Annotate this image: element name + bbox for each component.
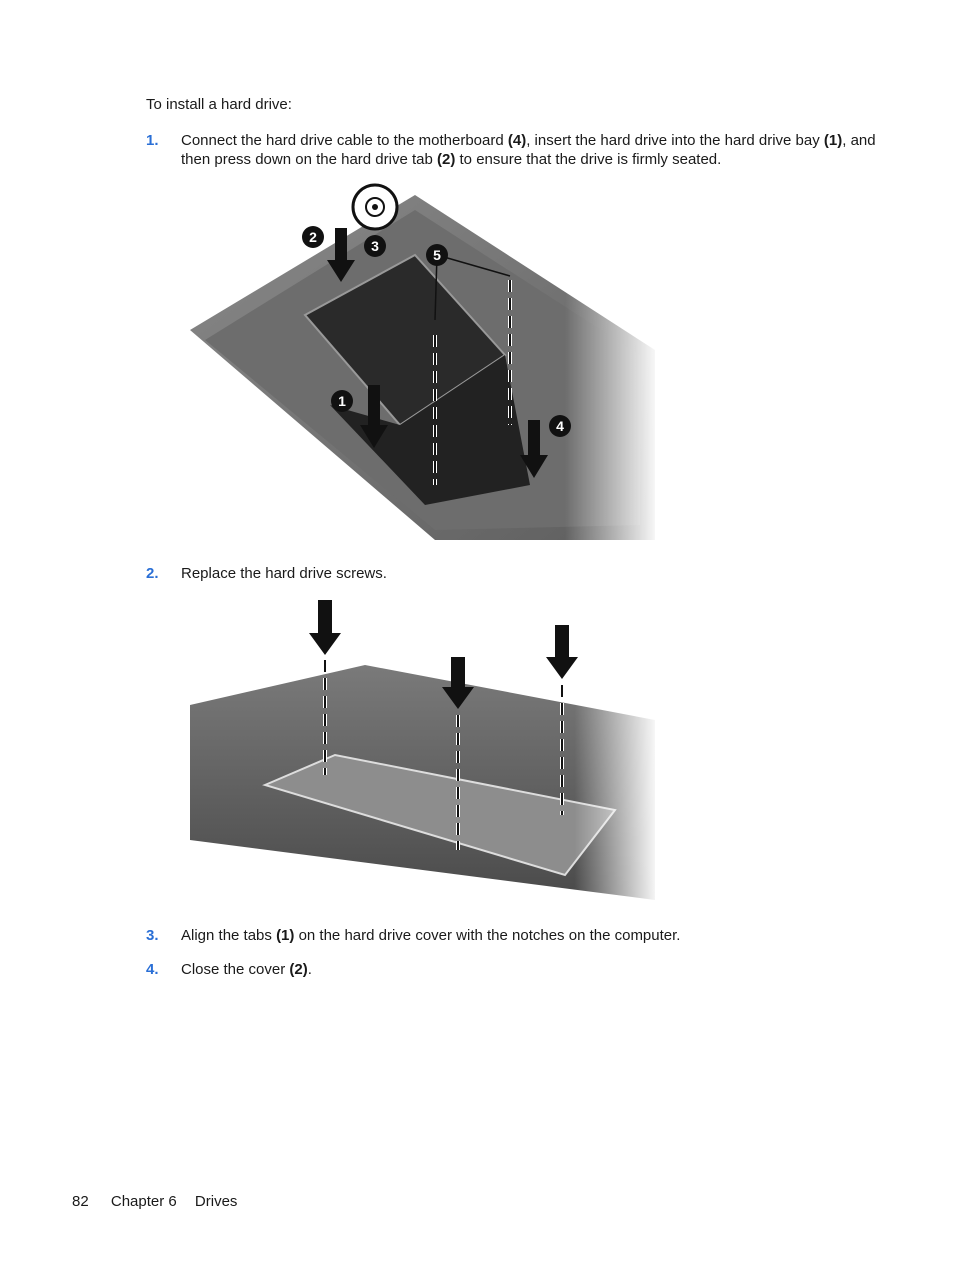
arrow-down bbox=[360, 385, 388, 448]
svg-text:5: 5 bbox=[433, 247, 441, 263]
page-footer: 82 Chapter 6 Drives bbox=[72, 1193, 255, 1210]
callout-4: 4 bbox=[549, 415, 571, 437]
svg-text:3: 3 bbox=[371, 238, 379, 254]
arrow-down bbox=[442, 657, 474, 709]
step-text: Connect the hard drive cable to the moth… bbox=[181, 132, 876, 168]
svg-text:4: 4 bbox=[556, 418, 564, 434]
callout-5: 5 bbox=[426, 244, 448, 266]
step-text: Align the tabs (1) on the hard drive cov… bbox=[181, 927, 681, 944]
callout-3: 3 bbox=[364, 235, 386, 257]
arrow-down bbox=[309, 600, 341, 655]
svg-text:1: 1 bbox=[338, 393, 346, 409]
callout-1: 1 bbox=[331, 390, 353, 412]
section-label: Drives bbox=[194, 1193, 238, 1210]
step-number: 2. bbox=[146, 565, 159, 582]
replace-screws-illustration bbox=[185, 595, 660, 905]
illustration-svg bbox=[185, 595, 660, 905]
arrow-down bbox=[520, 420, 548, 478]
step-3: 3. Align the tabs (1) on the hard drive … bbox=[146, 926, 876, 945]
step-2: 2. Replace the hard drive screws. bbox=[146, 564, 876, 583]
step-text: Replace the hard drive screws. bbox=[181, 565, 387, 582]
step-1: 1. Connect the hard drive cable to the m… bbox=[146, 131, 876, 169]
illustration-svg: 2 3 5 1 4 bbox=[185, 180, 660, 542]
arrow-down bbox=[327, 228, 355, 282]
step-number: 3. bbox=[146, 927, 159, 944]
chapter-label: Chapter 6 bbox=[110, 1193, 177, 1210]
callout-2: 2 bbox=[302, 226, 324, 248]
step-number: 1. bbox=[146, 132, 159, 149]
step-4: 4. Close the cover (2). bbox=[146, 960, 876, 979]
step-number: 4. bbox=[146, 961, 159, 978]
step-text: Close the cover (2). bbox=[181, 961, 312, 978]
arrow-down bbox=[546, 625, 578, 679]
svg-text:2: 2 bbox=[309, 229, 317, 245]
page-number: 82 bbox=[72, 1193, 89, 1210]
hard-drive-install-illustration: 2 3 5 1 4 bbox=[185, 180, 660, 542]
intro-text: To install a hard drive: bbox=[146, 96, 292, 113]
